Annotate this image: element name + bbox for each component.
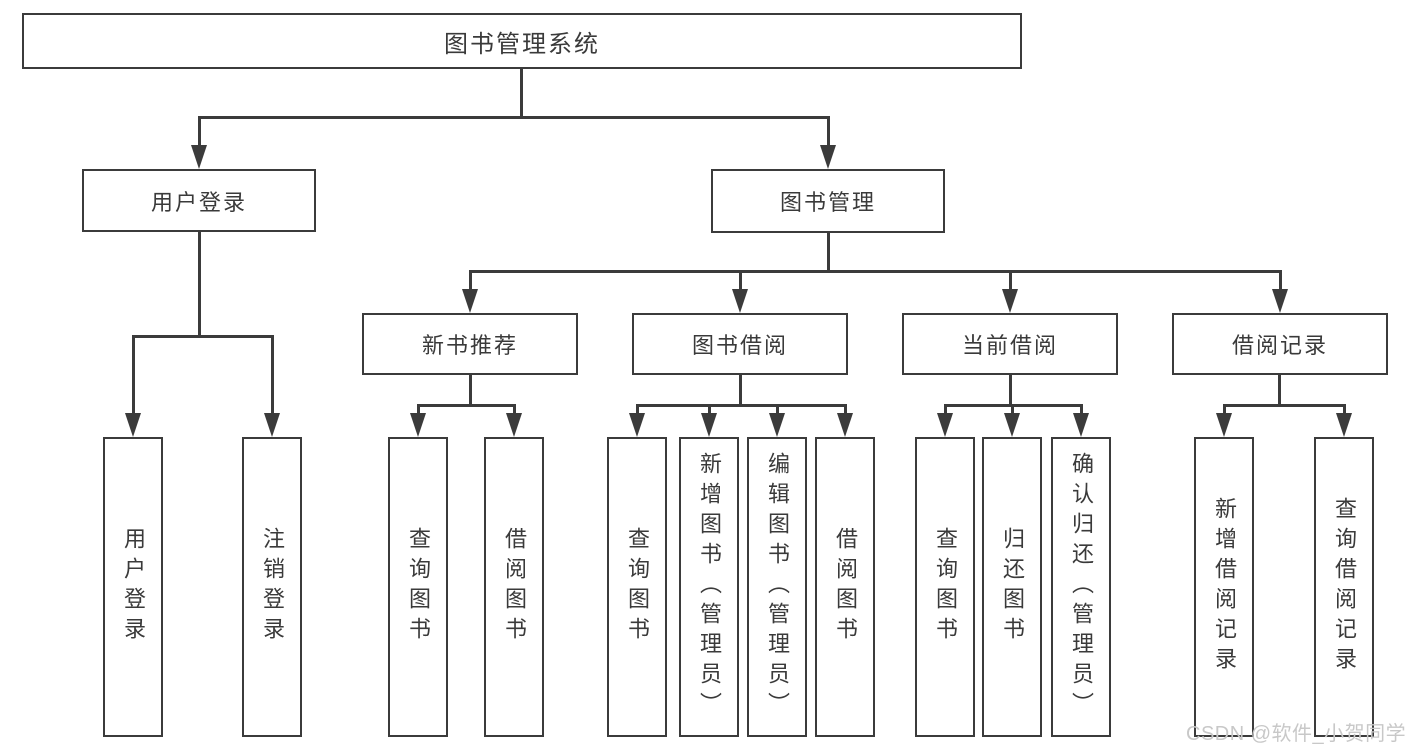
connector-branch-stem: [1008, 375, 1012, 405]
connector-user-login-drop: [197, 115, 201, 146]
leaf-query-books-borrow-label: 查询图书: [625, 527, 650, 647]
connector-leaf-drop: [1079, 404, 1083, 413]
connector-recommend-rail: [416, 404, 516, 407]
connector-leaf-drop: [943, 404, 947, 413]
arrow-down-icon: [506, 413, 522, 437]
arrow-down-icon: [1216, 413, 1232, 437]
watermark: CSDN @软件_小贺同学: [1186, 723, 1405, 745]
arrow-down-icon: [629, 413, 645, 437]
leaf-borrow-books-borrow-label: 借阅图书: [833, 527, 858, 647]
connector-branch-stem: [738, 375, 742, 405]
leaf-add-borrow-record-label: 新增借阅记录: [1212, 497, 1237, 677]
connector-book-mgmt-drop: [826, 115, 830, 146]
arrow-down-icon: [837, 413, 853, 437]
connector-leaf-drop: [416, 404, 420, 413]
leaf-user-login-label: 用户登录: [121, 527, 146, 647]
arrow-down-icon: [937, 413, 953, 437]
connector-leaf-drop: [1342, 404, 1346, 413]
leaf-logout-label: 注销登录: [260, 527, 285, 647]
connector-leaf-drop: [512, 404, 516, 413]
connector-l3-drop: [1278, 270, 1282, 289]
connector-leaf-drop: [775, 404, 779, 413]
leaf-add-book-admin: 新增图书（管理员）: [679, 437, 739, 737]
connector-user-login-rail: [131, 335, 274, 338]
leaf-confirm-return-admin-label: 确认归还（管理员）: [1069, 452, 1094, 722]
arrow-down-icon: [410, 413, 426, 437]
connector-leaf-drop: [635, 404, 639, 413]
arrow-down-icon: [769, 413, 785, 437]
leaf-edit-book-admin: 编辑图书（管理员）: [747, 437, 807, 737]
leaf-add-borrow-record: 新增借阅记录: [1194, 437, 1254, 737]
node-book-borrowing: 图书借阅: [632, 313, 848, 375]
leaf-return-books: 归还图书: [982, 437, 1042, 737]
node-borrowing-records: 借阅记录: [1172, 313, 1388, 375]
arrow-down-icon: [191, 145, 207, 169]
leaf-query-borrow-record: 查询借阅记录: [1314, 437, 1374, 737]
connector-l3-drop: [468, 270, 472, 289]
node-borrowing-records-label: 借阅记录: [1231, 333, 1328, 358]
arrow-down-icon: [1073, 413, 1089, 437]
node-book-management-label: 图书管理: [779, 190, 876, 215]
connector-records-rail: [1222, 404, 1346, 407]
connector-leaf-drop: [707, 404, 711, 413]
connector-level3-rail: [468, 270, 1282, 273]
leaf-query-borrow-record-label: 查询借阅记录: [1332, 497, 1357, 677]
node-book-management: 图书管理: [711, 169, 945, 233]
connector-leaf-drop: [131, 335, 135, 413]
node-new-book-recommend-label: 新书推荐: [421, 333, 518, 358]
arrow-down-icon: [820, 145, 836, 169]
arrow-down-icon: [125, 413, 141, 437]
arrow-down-icon: [701, 413, 717, 437]
leaf-borrow-books-recommend: 借阅图书: [484, 437, 544, 737]
node-current-borrowing: 当前借阅: [902, 313, 1118, 375]
arrow-down-icon: [1272, 289, 1288, 313]
connector-level2-rail: [197, 115, 830, 119]
arrow-down-icon: [264, 413, 280, 437]
node-book-borrowing-label: 图书借阅: [691, 333, 788, 358]
connector-user-login-stem: [197, 232, 201, 336]
node-user-login-label: 用户登录: [150, 189, 247, 215]
node-new-book-recommend: 新书推荐: [362, 313, 578, 375]
arrow-down-icon: [1336, 413, 1352, 437]
connector-l3-drop: [1008, 270, 1012, 289]
connector-leaf-drop: [1010, 404, 1014, 413]
leaf-logout: 注销登录: [242, 437, 302, 737]
arrow-down-icon: [732, 289, 748, 313]
connector-book-mgmt-stem: [826, 233, 830, 271]
node-library-system-label: 图书管理系统: [444, 30, 600, 58]
leaf-return-books-label: 归还图书: [1000, 527, 1025, 647]
connector-branch-stem: [1277, 375, 1281, 405]
leaf-query-books-borrow: 查询图书: [607, 437, 667, 737]
connector-borrowing-rail: [635, 404, 847, 407]
connector-leaf-drop: [843, 404, 847, 413]
node-current-borrowing-label: 当前借阅: [961, 333, 1058, 358]
leaf-query-books-recommend-label: 查询图书: [406, 527, 431, 647]
leaf-query-books-current: 查询图书: [915, 437, 975, 737]
connector-leaf-drop: [270, 335, 274, 413]
leaf-confirm-return-admin: 确认归还（管理员）: [1051, 437, 1111, 737]
leaf-user-login: 用户登录: [103, 437, 163, 737]
connector-l3-drop: [738, 270, 742, 289]
arrow-down-icon: [462, 289, 478, 313]
node-library-system: 图书管理系统: [22, 13, 1022, 69]
leaf-borrow-books-borrow: 借阅图书: [815, 437, 875, 737]
connector-branch-stem: [468, 375, 472, 405]
node-user-login: 用户登录: [82, 169, 316, 232]
leaf-edit-book-admin-label: 编辑图书（管理员）: [765, 452, 790, 722]
arrow-down-icon: [1002, 289, 1018, 313]
leaf-query-books-current-label: 查询图书: [933, 527, 958, 647]
connector-root-stem: [520, 69, 523, 117]
leaf-query-books-recommend: 查询图书: [388, 437, 448, 737]
leaf-add-book-admin-label: 新增图书（管理员）: [697, 452, 722, 722]
arrow-down-icon: [1004, 413, 1020, 437]
leaf-borrow-books-recommend-label: 借阅图书: [502, 527, 527, 647]
connector-leaf-drop: [1222, 404, 1226, 413]
